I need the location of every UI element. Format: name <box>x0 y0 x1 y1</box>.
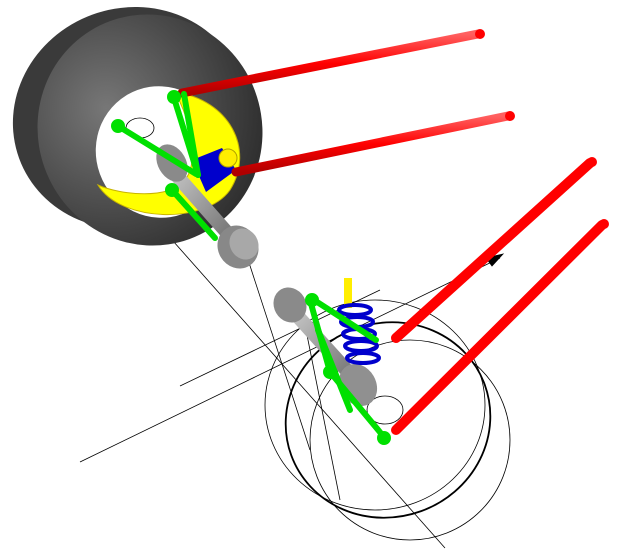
upper-tire <box>12 7 263 246</box>
upper-axle <box>156 144 259 269</box>
lower-control-arms <box>305 293 391 445</box>
coil-spring <box>337 303 381 365</box>
upper-control-arms <box>111 90 218 241</box>
lower-wheel-wireframe <box>264 299 511 541</box>
tie-rods <box>177 29 609 435</box>
